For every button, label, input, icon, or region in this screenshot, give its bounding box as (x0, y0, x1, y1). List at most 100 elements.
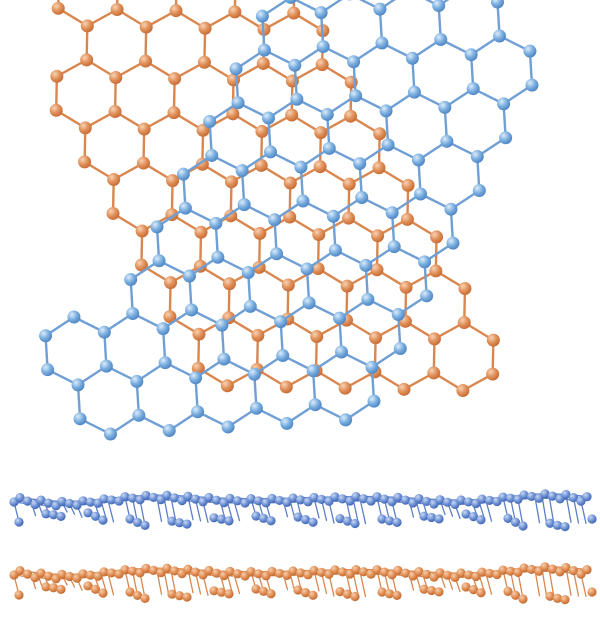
atom (222, 277, 236, 291)
atom (347, 55, 361, 69)
atom (309, 492, 319, 503)
atom (15, 493, 25, 503)
atom (358, 567, 369, 577)
atom (373, 2, 387, 16)
atom (377, 514, 387, 524)
atom (461, 582, 471, 592)
atom (414, 566, 424, 577)
atom (215, 318, 229, 332)
atom (547, 564, 558, 574)
atom (490, 0, 504, 9)
atom (127, 566, 138, 576)
atom (132, 517, 143, 528)
atom (41, 509, 51, 519)
atom (141, 490, 151, 500)
atom (99, 567, 109, 577)
atom (256, 56, 270, 70)
atom (560, 522, 570, 532)
atom (426, 585, 437, 596)
atom (198, 21, 212, 35)
atom (310, 330, 324, 344)
atom (152, 254, 166, 268)
atom (526, 564, 537, 574)
atom (308, 398, 322, 412)
atom (41, 582, 51, 592)
atom (203, 115, 217, 129)
atom (280, 416, 294, 430)
atom (90, 584, 101, 594)
atom (392, 590, 402, 600)
atom (107, 172, 121, 186)
atom (255, 9, 269, 23)
atom (381, 138, 395, 152)
atom (255, 124, 269, 138)
atom (314, 6, 328, 20)
atom (568, 566, 579, 576)
atom (191, 405, 205, 419)
atom (560, 595, 570, 605)
atom (493, 29, 507, 43)
atom (486, 367, 500, 381)
atom (316, 40, 330, 54)
atom (237, 198, 251, 212)
atom (225, 493, 235, 503)
atom (251, 584, 261, 594)
atom (241, 265, 255, 279)
atom (48, 583, 59, 593)
atom (335, 345, 349, 359)
bond (359, 500, 367, 525)
atom (211, 250, 225, 264)
atom (174, 518, 185, 528)
atom (430, 230, 444, 244)
atom (561, 489, 571, 500)
atom (267, 493, 277, 504)
atom (267, 566, 277, 577)
atom (106, 495, 117, 505)
atom (434, 33, 448, 47)
atom (384, 516, 395, 526)
atom (106, 206, 120, 220)
atom (109, 70, 123, 84)
atom (71, 378, 85, 392)
atom (411, 153, 425, 167)
atom (582, 492, 592, 502)
atom (85, 570, 96, 580)
atom (337, 494, 348, 504)
atom (287, 6, 301, 20)
atom (477, 567, 487, 577)
atom (211, 495, 222, 505)
atom (253, 226, 267, 240)
atom (204, 492, 214, 503)
atom (385, 206, 399, 220)
atom (335, 514, 345, 524)
atom (140, 520, 150, 531)
atom (56, 584, 66, 594)
atom (182, 592, 192, 602)
atom (294, 160, 308, 174)
atom (518, 594, 528, 604)
atom (14, 517, 24, 527)
atom (379, 104, 393, 118)
atom (99, 359, 113, 373)
atom (540, 489, 550, 499)
atom (458, 282, 472, 296)
atom (391, 308, 405, 322)
atom (185, 303, 199, 317)
atom (167, 516, 177, 526)
bond (233, 575, 241, 595)
atom (349, 89, 363, 103)
atom (56, 511, 66, 521)
atom (78, 121, 92, 135)
atom (78, 569, 88, 579)
atom (401, 178, 415, 192)
atom (293, 512, 303, 522)
atom (190, 567, 201, 577)
atom (309, 565, 319, 576)
atom (209, 513, 219, 523)
blue-top-layer (39, 0, 539, 441)
atom (365, 360, 379, 374)
atom (261, 111, 275, 125)
atom (195, 157, 209, 171)
